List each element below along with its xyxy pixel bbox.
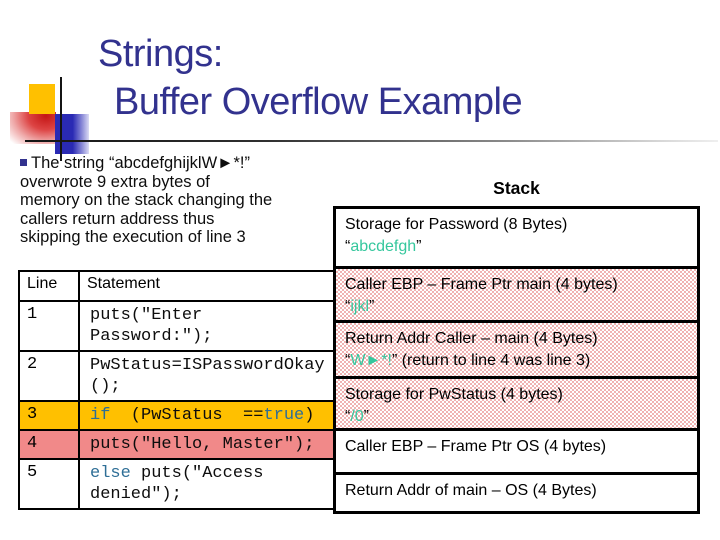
code-keyword: else	[90, 464, 131, 483]
stack-box: Storage for PwStatus (4 bytes) “/0”	[336, 379, 697, 431]
stack-value-string: abcdefgh	[350, 238, 417, 255]
close-quote: ”	[391, 352, 398, 369]
close-quote: ”	[369, 298, 375, 315]
code-text: puts("Enter Password:");	[90, 306, 213, 346]
stack-title: Stack	[493, 178, 540, 198]
statement-cell: puts("Enter Password:");	[78, 300, 342, 352]
column-header-statement: Statement	[78, 270, 342, 302]
stack-box: Return Addr of main – OS (4 Bytes)	[336, 475, 697, 511]
close-quote: ”	[363, 408, 369, 425]
stack-box-label: Return Addr Caller – main (4 Bytes)	[345, 330, 598, 347]
bullet-paragraph: The string “abcdefghijklW►*!”overwrote 9…	[20, 154, 332, 247]
stack-box: Return Addr Caller – main (4 Bytes) “W►*!…	[336, 323, 697, 379]
code-text: (PwStatus ==	[110, 406, 264, 425]
stack-box-value: “W►*!” (return to line 4 was line 3)	[345, 350, 688, 372]
stack-value-note: (return to line 4 was line 3)	[397, 352, 591, 369]
decoration-vertical-line	[60, 77, 62, 161]
statement-cell: puts("Hello, Master");	[78, 429, 342, 460]
bullet-square-icon	[20, 159, 27, 166]
code-table-header-row: Line Statement	[18, 270, 342, 302]
stack-box-label: Return Addr of main – OS (4 Bytes)	[345, 482, 597, 499]
code-text: puts("Hello, Master");	[90, 435, 315, 454]
line-number-cell: 1	[18, 300, 80, 352]
statement-cell: if (PwStatus ==true)	[78, 400, 342, 431]
decoration-yellow-square	[29, 84, 55, 114]
open-quote: “	[345, 408, 351, 425]
open-quote: “	[345, 298, 351, 315]
stack-box-label: Storage for PwStatus (4 bytes)	[345, 386, 563, 403]
stack-diagram: Storage for Password (8 Bytes)“abcdefgh”…	[333, 206, 700, 514]
code-keyword: true	[263, 406, 305, 425]
statement-cell: PwStatus=ISPasswordOkay();	[78, 350, 342, 402]
line-number-cell: 2	[18, 350, 80, 402]
open-quote: “	[345, 352, 351, 369]
table-row: 4 puts("Hello, Master");	[18, 429, 342, 460]
stack-box-value: “ijkl”	[345, 296, 688, 318]
stack-box: Storage for Password (8 Bytes) “abcdefgh”	[336, 209, 697, 269]
stack-value-string: ijkl	[350, 298, 369, 315]
title-line-1: Strings:	[98, 33, 223, 75]
code-text: )	[304, 406, 315, 425]
stack-box-label: Storage for Password (8 Bytes)	[345, 216, 568, 233]
stack-value-string: /0	[350, 408, 364, 425]
stack-value-string: W►*!	[350, 352, 392, 369]
stack-box-value: “/0”	[345, 406, 688, 428]
code-text: PwStatus=ISPasswordOkay();	[90, 356, 325, 396]
decoration-red-square	[10, 112, 56, 144]
stack-box: Caller EBP – Frame Ptr main (4 bytes) “ij…	[336, 269, 697, 323]
statement-cell: else puts("Access denied");	[78, 458, 342, 510]
code-keyword: if	[90, 406, 111, 425]
title-line-2: Buffer Overflow Example	[114, 81, 523, 123]
code-text: puts("Access denied");	[90, 464, 274, 504]
line-number-cell: 4	[18, 429, 80, 460]
stack-box: Caller EBP – Frame Ptr OS (4 bytes)	[336, 431, 697, 475]
stack-box-value: “abcdefgh”	[345, 236, 688, 258]
open-quote: “	[345, 238, 351, 255]
title-separator-line	[25, 140, 718, 142]
slide-title: Strings: Buffer Overflow Example	[98, 30, 523, 126]
line-number-cell: 5	[18, 458, 80, 510]
close-quote: ”	[416, 238, 422, 255]
line-number-cell: 3	[18, 400, 80, 431]
bullet-text: The string “abcdefghijklW►*!”overwrote 9…	[20, 154, 273, 247]
stack-box-label: Caller EBP – Frame Ptr OS (4 bytes)	[345, 438, 607, 455]
stack-box-label: Caller EBP – Frame Ptr main (4 bytes)	[345, 276, 618, 293]
column-header-line: Line	[18, 270, 80, 302]
